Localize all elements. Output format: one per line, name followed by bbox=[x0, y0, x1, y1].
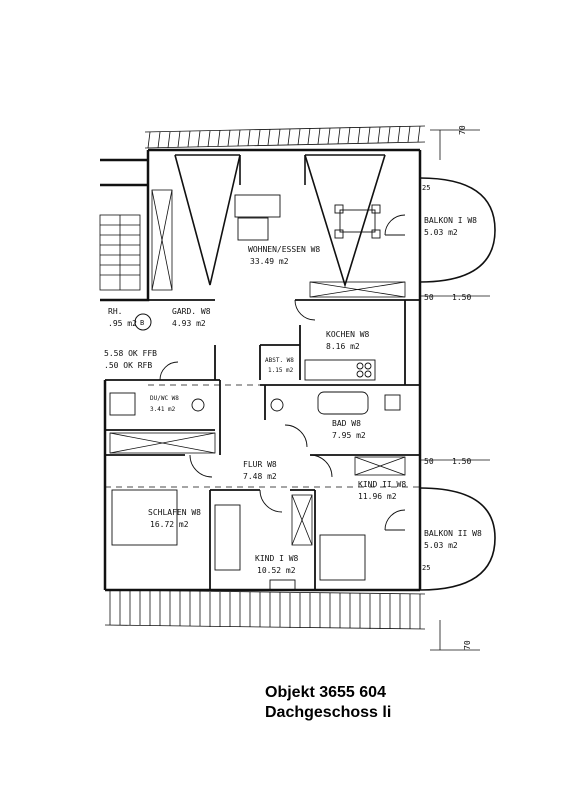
room-label-wohnen: WOHNEN/ESSEN W8 bbox=[248, 245, 320, 254]
room-area-treppenhaus: .95 m2 bbox=[108, 319, 137, 328]
dim-balkon-i-width: 1.50 bbox=[452, 293, 471, 302]
dim-balkon-i-edge: 25 bbox=[422, 184, 430, 192]
level-note-ffb: 5.58 OK FFB bbox=[104, 349, 157, 358]
dormer-walls bbox=[174, 154, 386, 288]
staircase bbox=[99, 214, 141, 291]
level-note-rfb: .50 OK RFB bbox=[104, 361, 152, 370]
room-area-kind-ii: 11.96 m2 bbox=[358, 492, 397, 501]
balcony-ii bbox=[419, 487, 496, 591]
dim-bottom-right: 70 bbox=[463, 640, 472, 650]
room-area-bad: 7.95 m2 bbox=[332, 431, 366, 440]
room-label-balkon-i: BALKON I W8 bbox=[424, 216, 477, 225]
room-area-gard: 4.93 m2 bbox=[172, 319, 206, 328]
room-area-kochen: 8.16 m2 bbox=[326, 342, 360, 351]
door-swings bbox=[159, 214, 406, 531]
dim-balkon-i-offset: 50 bbox=[424, 293, 434, 302]
dimension-lines bbox=[420, 129, 490, 651]
room-area-balkon-i: 5.03 m2 bbox=[424, 228, 458, 237]
room-label-schlafen: SCHLAFEN W8 bbox=[148, 508, 201, 517]
room-label-bad: BAD W8 bbox=[332, 419, 361, 428]
dim-balkon-ii-edge: 25 bbox=[422, 564, 430, 572]
room-label-flur: FLUR W8 bbox=[243, 460, 277, 469]
room-label-treppenhaus: RH. bbox=[108, 307, 122, 316]
object-number-caption: Objekt 3655 604 bbox=[265, 684, 386, 701]
room-label-gard: GARD. W8 bbox=[172, 307, 211, 316]
floor-plan-drawing: WOHNEN/ESSEN W8 33.49 m2 BALKON I W8 5.0… bbox=[99, 125, 496, 651]
room-label-kind-i: KIND I W8 bbox=[255, 554, 299, 563]
room-area-duwc: 3.41 m2 bbox=[150, 406, 176, 413]
room-label-duwc: DU/WC W8 bbox=[150, 395, 179, 402]
roof-hatching-top bbox=[144, 125, 426, 149]
floor-caption: Dachgeschoss li bbox=[265, 704, 392, 721]
room-label-kochen: KOCHEN W8 bbox=[326, 330, 370, 339]
built-in-cabinets bbox=[109, 189, 406, 546]
dim-balkon-ii-width: 1.50 bbox=[452, 457, 471, 466]
dim-top-right: 70 bbox=[458, 125, 467, 135]
floor-plan: WOHNEN/ESSEN W8 33.49 m2 BALKON I W8 5.0… bbox=[99, 125, 496, 651]
room-label-kind-ii: KIND II W8 bbox=[358, 480, 406, 489]
roof-hatching-bottom bbox=[104, 589, 426, 630]
interior-walls bbox=[105, 299, 420, 590]
marker-b bbox=[134, 313, 152, 331]
roof-line-dashed bbox=[105, 384, 420, 488]
furniture bbox=[109, 194, 401, 591]
room-area-balkon-ii: 5.03 m2 bbox=[424, 541, 458, 550]
room-area-kind-i: 10.52 m2 bbox=[257, 566, 296, 575]
dim-balkon-ii-offset: 50 bbox=[424, 457, 434, 466]
room-area-wohnen: 33.49 m2 bbox=[250, 257, 289, 266]
room-label-abst: ABST. W8 bbox=[265, 357, 294, 364]
room-label-balkon-ii: BALKON II W8 bbox=[424, 529, 482, 538]
marker-b-label: B bbox=[140, 319, 144, 327]
balcony-i bbox=[419, 177, 496, 283]
room-area-schlafen: 16.72 m2 bbox=[150, 520, 189, 529]
room-area-flur: 7.48 m2 bbox=[243, 472, 277, 481]
room-area-abst: 1.15 m2 bbox=[268, 367, 294, 374]
